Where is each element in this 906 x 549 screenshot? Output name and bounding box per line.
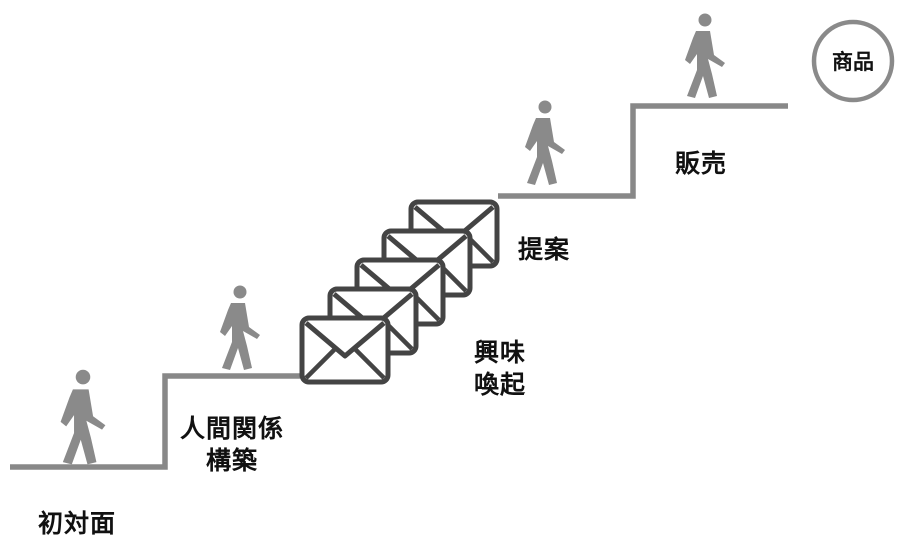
stage-relationship-line2: 構築 — [206, 446, 259, 475]
stage-interest-line2: 喚起 — [474, 370, 527, 399]
stage-sales-label: 販売 — [675, 149, 728, 178]
stage-relationship-line1: 人間関係 — [180, 414, 285, 443]
walking-person-icon — [60, 369, 106, 465]
walking-person-icon — [220, 285, 260, 370]
stage-interest-line1: 興味 — [474, 338, 527, 367]
walking-person-icon — [525, 100, 565, 185]
staircase-line — [10, 373, 300, 470]
stage-relationship-label: 人間関係 構築 — [180, 413, 284, 477]
goal-product-label: 商品 — [832, 50, 874, 74]
goal-circle — [811, 19, 895, 103]
staircase-line-upper — [498, 103, 788, 199]
stage-proposal-label: 提案 — [518, 235, 571, 264]
walking-person-icon — [685, 13, 725, 98]
stage-first-meeting-label: 初対面 — [38, 509, 117, 538]
stage-interest-label: 興味 喚起 — [474, 337, 526, 401]
envelope-icon — [302, 318, 388, 382]
